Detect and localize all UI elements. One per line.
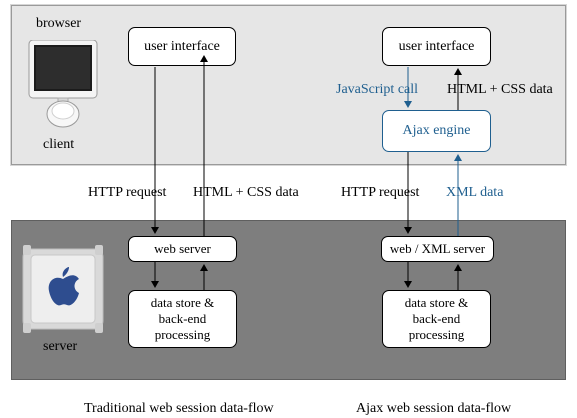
client-computer-icon bbox=[27, 39, 99, 132]
ajax-engine-box: Ajax engine bbox=[382, 110, 491, 152]
ajax-data-store-box: data store & back-end processing bbox=[382, 290, 491, 348]
ajax-javascript-call-label: JavaScript call bbox=[336, 82, 419, 97]
ajax-caption: Ajax web session data-flow bbox=[356, 401, 512, 416]
client-label: client bbox=[43, 137, 75, 152]
traditional-http-request-label: HTTP request bbox=[88, 185, 167, 200]
traditional-caption: Traditional web session data-flow bbox=[84, 401, 274, 416]
ajax-html-css-label: HTML + CSS data bbox=[447, 82, 553, 97]
server-label: server bbox=[43, 339, 78, 354]
traditional-html-css-label: HTML + CSS data bbox=[193, 185, 299, 200]
ajax-web-xml-server-box: web / XML server bbox=[381, 236, 494, 262]
traditional-data-store-box: data store & back-end processing bbox=[128, 290, 237, 348]
browser-label: browser bbox=[36, 16, 82, 31]
traditional-user-interface-box: user interface bbox=[128, 27, 236, 66]
traditional-web-server-box: web server bbox=[128, 236, 237, 262]
ajax-http-request-label: HTTP request bbox=[341, 185, 420, 200]
ajax-xml-data-label: XML data bbox=[446, 185, 504, 200]
server-computer-icon bbox=[19, 243, 107, 333]
ajax-user-interface-box: user interface bbox=[382, 27, 491, 66]
